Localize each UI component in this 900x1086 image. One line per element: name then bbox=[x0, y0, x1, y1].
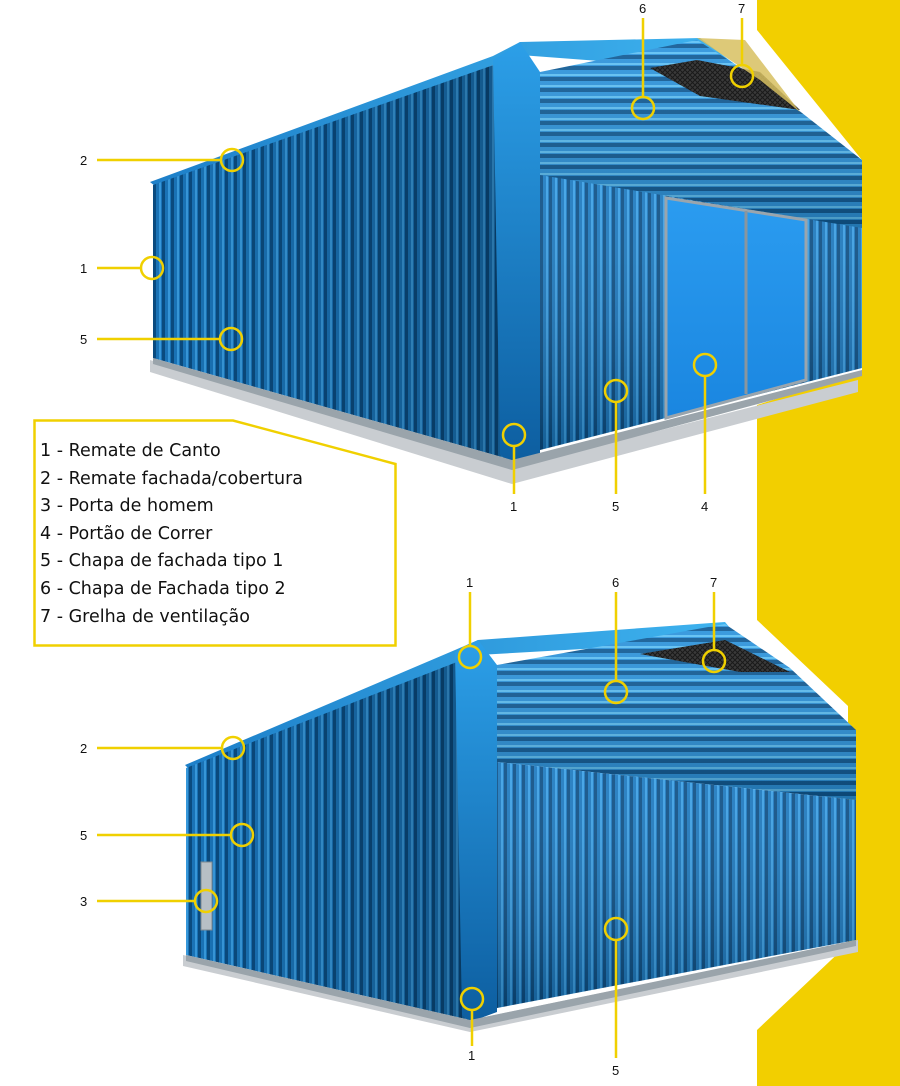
callout-circle bbox=[459, 986, 485, 1012]
callout-circle bbox=[457, 644, 483, 670]
callout-number: 1 bbox=[510, 499, 517, 514]
callout-circle bbox=[603, 916, 629, 942]
callout-circle bbox=[630, 95, 656, 121]
callout-number: 5 bbox=[80, 332, 87, 347]
legend-item: 5 - Chapa de fachada tipo 1 bbox=[40, 551, 284, 572]
callout-number: 1 bbox=[466, 575, 473, 590]
man-door bbox=[200, 861, 213, 931]
yellow-accent-band bbox=[757, 0, 900, 1086]
top-front-gable-shade bbox=[540, 40, 862, 232]
callout-number: 5 bbox=[612, 499, 619, 514]
callout-number: 6 bbox=[612, 575, 619, 590]
top-ventilation-grille bbox=[650, 60, 800, 110]
top-roof-ridge-light bbox=[697, 38, 800, 112]
yellow-band-shape bbox=[757, 0, 900, 1086]
top-base-flashing bbox=[153, 358, 862, 470]
top-callouts bbox=[97, 18, 755, 494]
callout-number: 3 bbox=[80, 894, 87, 909]
bottom-front-lower-shade bbox=[497, 762, 856, 1008]
callout-number: 1 bbox=[80, 261, 87, 276]
top-callout-numbers: 2 1 5 6 7 1 5 4 bbox=[80, 1, 745, 514]
callout-circle bbox=[193, 888, 219, 914]
callout-number: 7 bbox=[738, 1, 745, 16]
callout-circle bbox=[219, 147, 245, 173]
callout-circle bbox=[729, 63, 755, 89]
callout-circle bbox=[603, 378, 629, 404]
legend-item: 1 - Remate de Canto bbox=[40, 441, 221, 461]
bottom-base-flashing bbox=[186, 940, 856, 1028]
callout-number: 2 bbox=[80, 741, 87, 756]
legend-list: 1 - Remate de Canto 2 - Remate fachada/c… bbox=[40, 438, 303, 631]
callout-number: 6 bbox=[639, 1, 646, 16]
legend-item: 4 - Portão de Correr bbox=[40, 523, 213, 544]
callout-circle bbox=[229, 822, 255, 848]
callout-circle bbox=[701, 648, 727, 674]
bottom-ventilation-grille bbox=[640, 640, 790, 672]
callout-circle bbox=[603, 679, 629, 705]
legend-frame bbox=[33, 419, 397, 647]
top-ground-shadow bbox=[150, 360, 858, 484]
legend-item: 3 - Porta de homem bbox=[40, 496, 214, 517]
callout-number: 5 bbox=[80, 828, 87, 843]
legend-item: 7 - Grelha de ventilação bbox=[40, 606, 250, 627]
callout-circle bbox=[218, 326, 244, 352]
callout-circle bbox=[501, 422, 527, 448]
callout-circle bbox=[220, 735, 246, 761]
top-sliding-gate bbox=[664, 196, 808, 420]
callout-number: 7 bbox=[710, 575, 717, 590]
bottom-callouts bbox=[97, 592, 727, 1058]
callout-circle bbox=[692, 352, 718, 378]
bottom-callout-numbers: 1 6 7 2 5 3 1 5 bbox=[80, 575, 717, 1078]
top-corner-trim bbox=[493, 42, 540, 462]
callout-number: 2 bbox=[80, 153, 87, 168]
bottom-building bbox=[183, 622, 858, 1032]
top-building bbox=[150, 38, 862, 484]
callout-number: 1 bbox=[468, 1048, 475, 1063]
callout-circle bbox=[139, 255, 165, 281]
bottom-corner-trim bbox=[455, 640, 497, 1022]
legend-item: 2 - Remate fachada/cobertura bbox=[40, 468, 303, 489]
callout-number: 4 bbox=[701, 499, 708, 514]
bottom-side-wall-shade bbox=[186, 660, 470, 1020]
legend-item: 6 - Chapa de Fachada tipo 2 bbox=[40, 578, 286, 599]
callout-number: 5 bbox=[612, 1063, 619, 1078]
legend-box: 1 - Remate de Canto 2 - Remate fachada/c… bbox=[33, 419, 397, 647]
